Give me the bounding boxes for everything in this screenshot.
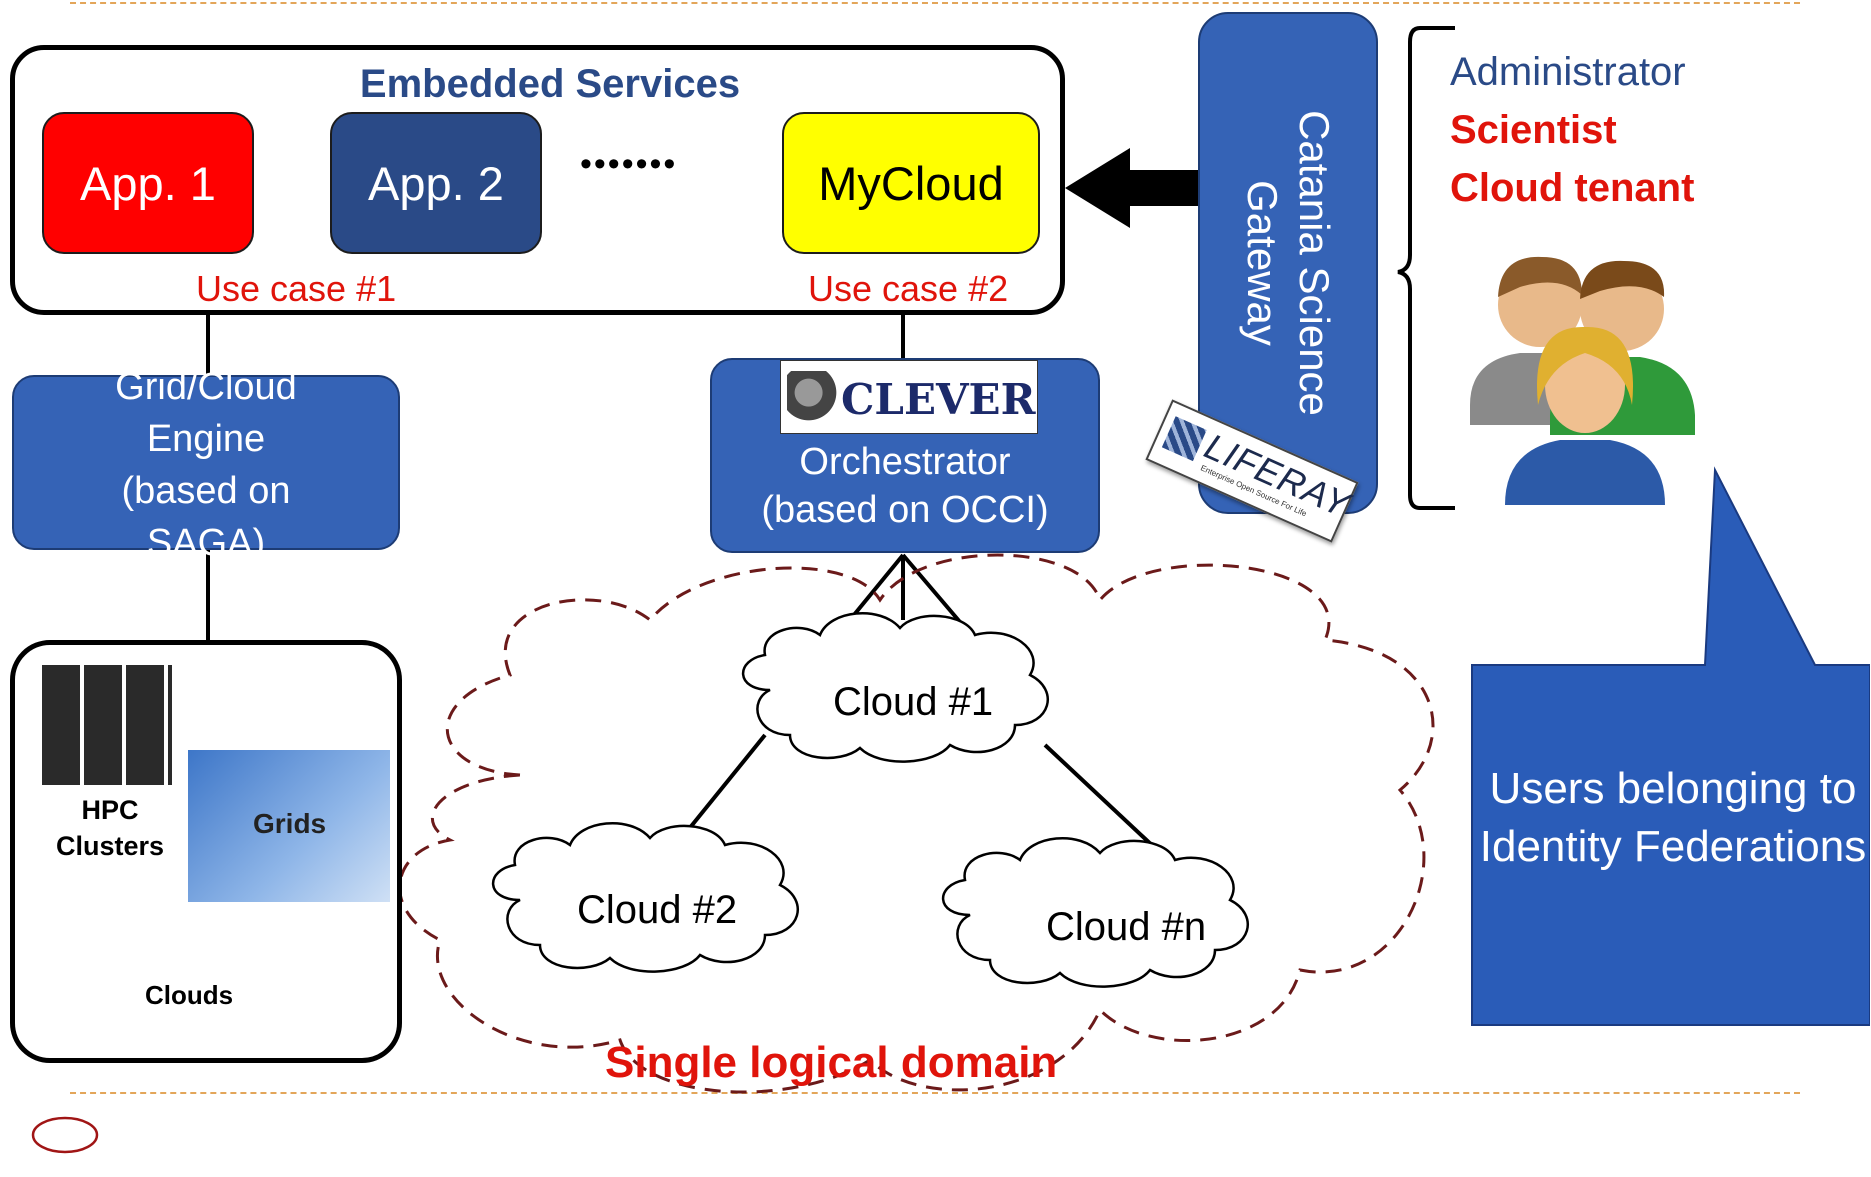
footer-logo-icon bbox=[31, 1116, 99, 1154]
embedded-services-title: Embedded Services bbox=[359, 62, 741, 106]
grids-label: Grids bbox=[253, 808, 327, 839]
liferay-logo-icon bbox=[1161, 416, 1207, 462]
orch-cloud1-link-c bbox=[901, 553, 962, 624]
single-logical-domain-label: Single logical domain bbox=[605, 1038, 1058, 1087]
engine-line-4: SAGA) bbox=[146, 522, 266, 564]
gateway-arrow bbox=[1065, 148, 1200, 228]
role-cloud-tenant: Cloud tenant bbox=[1450, 166, 1695, 210]
cloud1-cloud2-link bbox=[678, 733, 767, 842]
wolf-icon bbox=[787, 371, 841, 425]
grids-image: Grids bbox=[188, 750, 390, 902]
app-2-box[interactable]: App. 2 bbox=[330, 112, 542, 254]
hpc-clusters-label: HPC Clusters bbox=[55, 795, 165, 861]
users-group-icon bbox=[1470, 256, 1695, 505]
hpc-server-icon bbox=[42, 665, 172, 785]
cloud-1-label: Cloud #1 bbox=[833, 680, 994, 724]
logical-domain-cloud bbox=[398, 553, 1435, 1094]
orchestrator-line-1: Orchestrator bbox=[799, 441, 1011, 483]
orchestrator-box[interactable]: CLEVER Orchestrator (based on OCCI) bbox=[710, 358, 1100, 553]
engine-line-3: (based on bbox=[121, 470, 291, 512]
cloud1-cloudn-link bbox=[1043, 743, 1157, 850]
apps-ellipsis: ••••••• bbox=[580, 145, 678, 183]
clever-logo: CLEVER bbox=[780, 360, 1038, 434]
use-case-2-label: Use case #2 bbox=[808, 268, 1009, 309]
cloud-1-shape bbox=[741, 611, 1049, 763]
cloud-2-shape bbox=[491, 821, 799, 973]
grid-cloud-engine-box[interactable]: Grid/Cloud Engine (based on SAGA) bbox=[12, 366, 400, 564]
engine-line-1: Grid/Cloud bbox=[115, 366, 297, 408]
cloud-2-label: Cloud #2 bbox=[577, 888, 738, 932]
role-scientist: Scientist bbox=[1450, 108, 1617, 152]
use-case-1-label: Use case #1 bbox=[196, 268, 397, 309]
app-1-box[interactable]: App. 1 bbox=[42, 112, 254, 254]
cloud-n-shape bbox=[941, 836, 1249, 988]
orchestrator-line-2: (based on OCCI) bbox=[761, 489, 1049, 531]
top-separator bbox=[70, 2, 1800, 4]
clever-logo-text: CLEVER bbox=[841, 375, 1036, 424]
bottom-separator bbox=[70, 1092, 1800, 1094]
clouds-label: Clouds bbox=[145, 980, 234, 1010]
engine-line-2: Engine bbox=[146, 418, 266, 460]
mycloud-box[interactable]: MyCloud bbox=[782, 112, 1040, 254]
gateway-line-1: Catania Science bbox=[1291, 110, 1338, 416]
cloud-n-label: Cloud #n bbox=[1046, 905, 1207, 949]
roles-brace bbox=[1397, 26, 1455, 510]
callout-shape bbox=[1471, 466, 1870, 1026]
role-administrator: Administrator bbox=[1450, 50, 1686, 94]
callout-text: Users belonging to Identity Federations bbox=[1479, 764, 1867, 871]
